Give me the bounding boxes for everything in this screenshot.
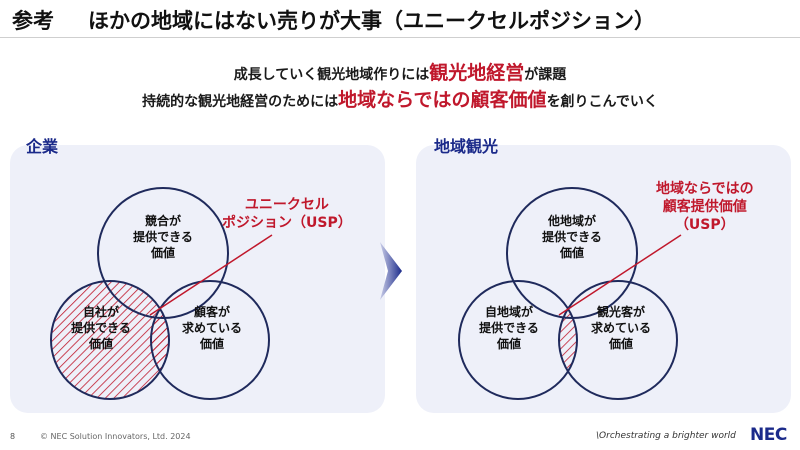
title-bar: 参考 ほかの地域にはない売りが大事（ユニークセルポジション）	[0, 0, 800, 34]
left-top-circle	[97, 187, 229, 319]
right-right-circle-label: 観光客が 求めている 価値	[590, 305, 651, 351]
right-panel-label: 地域観光	[434, 137, 499, 156]
title-prefix: 参考	[12, 9, 54, 33]
title-divider	[0, 37, 800, 38]
right-venn-diagram	[458, 187, 682, 400]
right-left-circle-label: 自地域が 提供できる 価値	[479, 305, 539, 351]
right-right-circle	[558, 280, 678, 400]
tagline: \Orchestrating a brighter world	[596, 431, 736, 441]
left-left-circle	[50, 280, 170, 400]
left-top-circle-label: 競合が 提供できる 価値	[133, 214, 193, 260]
right-panel	[416, 145, 791, 413]
left-panel-label: 企業	[26, 137, 59, 156]
right-usp-leader-line	[558, 234, 682, 316]
left-right-circle-label: 顧客が 求めている 価値	[181, 305, 242, 351]
subtitle-1-text-a: 成長していく観光地域作りには	[233, 67, 430, 83]
page-title: ほかの地域にはない売りが大事（ユニークセルポジション）	[88, 9, 655, 33]
left-usp-hatch	[51, 281, 169, 399]
subtitle-1-text-b: が課題	[524, 67, 567, 83]
copyright: © NEC Solution Innovators, Ltd. 2024	[40, 432, 191, 441]
left-right-circle	[150, 280, 270, 400]
left-usp-label: ユニークセル ポジション（USP）	[222, 197, 352, 231]
subtitle-2-text-b: を創りこんでいく	[546, 94, 658, 110]
left-usp-leader-line	[149, 234, 273, 316]
subtitle-1-highlight: 観光地経営	[429, 62, 525, 84]
right-usp-label: 地域ならではの 顧客提供価値 （USP）	[656, 181, 754, 233]
subtitle-line-2: 持続的な観光地経営のためには地域ならではの顧客価値を創りこんでいく	[0, 85, 800, 112]
page-number: 8	[10, 432, 16, 441]
subtitle-2-text-a: 持続的な観光地経営のためには	[142, 94, 339, 110]
right-left-circle	[458, 280, 578, 400]
nec-logo: NEC	[750, 425, 787, 445]
chevron-right-icon	[380, 242, 402, 300]
subtitle-2-highlight: 地域ならではの顧客価値	[338, 89, 547, 111]
left-left-circle-label: 自社が 提供できる 価値	[71, 305, 131, 351]
right-top-circle-label: 他地域が 提供できる 価値	[542, 214, 602, 260]
subtitle-line-1: 成長していく観光地域作りには観光地経営が課題	[0, 58, 800, 85]
left-venn-diagram	[50, 187, 273, 400]
